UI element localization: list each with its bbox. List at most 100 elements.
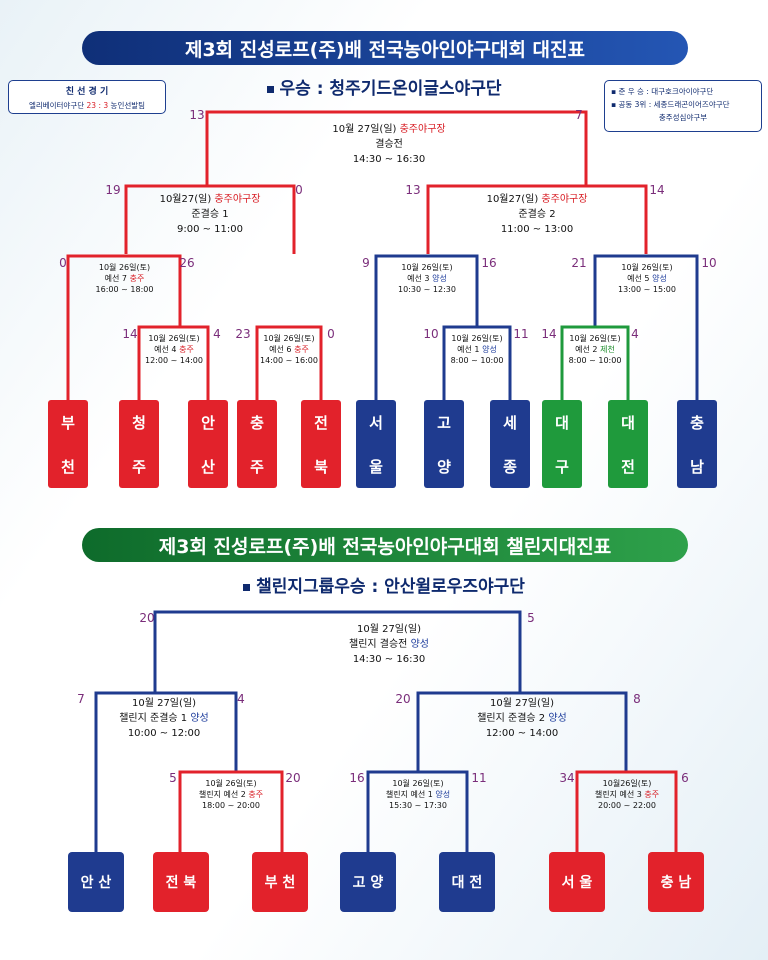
ch-p3-score-left: 34: [559, 771, 575, 785]
ch-p2-time: 18:00 ~ 20:00: [202, 801, 260, 810]
q3-game: 예선 3: [407, 274, 430, 283]
team-char: 울: [369, 457, 383, 476]
semi2-venue: 충주야구장: [541, 194, 588, 205]
ch-team-jeonbuk: 전 북: [153, 852, 209, 912]
q7-date: 10월 26일(토): [98, 263, 151, 272]
award-runner-up-text: 준 우 승 : 대구호크아이야구단: [618, 87, 714, 96]
ch-p1-venue: 양성: [435, 790, 451, 799]
q2-score-right: 4: [631, 327, 639, 341]
ch-semi1-date: 10월 27일(일): [131, 698, 197, 709]
q5-line: [593, 254, 699, 400]
challenge-title-banner: 제3회 진성로프(주)배 전국농아인야구대회 챌린지대진표: [82, 528, 688, 562]
q7-score-right: 26: [179, 256, 195, 270]
semi1-score-right: 0: [295, 183, 303, 197]
ch-final-venue: 양성: [410, 639, 429, 650]
ch-p2-score-right: 20: [285, 771, 301, 785]
semi2-time: 11:00 ~ 13:00: [500, 224, 574, 235]
q3-score-right: 16: [481, 256, 497, 270]
ch-final-time: 14:30 ~ 16:30: [352, 654, 426, 665]
team-char: 주: [132, 457, 146, 476]
q7-venue: 충주: [129, 274, 145, 283]
ch-semi1-line: [94, 691, 238, 852]
challenge-title: 제3회 진성로프(주)배 전국농아인야구대회 챌린지대진표: [158, 535, 612, 558]
q1-time: 8:00 ~ 10:00: [450, 356, 504, 365]
q4-date: 10월 26일(토): [148, 334, 200, 343]
team-char: 북: [314, 457, 328, 476]
q2-info: 10월 26일(토) 예선 2 제천 8:00 ~ 10:00: [563, 333, 627, 366]
final-date: 10월 27일(일): [332, 124, 397, 135]
final-info: 10월 27일(일) 충주야구장 결승전 14:30 ~ 16:30: [284, 122, 494, 167]
ch-p1-score-right: 11: [471, 771, 487, 785]
q3-info: 10월 26일(토) 예선 3 양성 10:30 ~ 12:30: [378, 262, 476, 295]
ch-p2-line: [178, 770, 284, 852]
main-champion-label: 우승 : 청주기드온이글스야구단: [279, 79, 502, 99]
team-char: 충: [690, 413, 704, 432]
q4-info: 10월 26일(토) 예선 4 충주 12:00 ~ 14:00: [140, 333, 208, 366]
ch-p3-line: [575, 770, 678, 852]
ch-final-info: 10월 27일(일) 챌린지 결승전 양성 14:30 ~ 16:30: [254, 622, 524, 667]
main-title-banner: 제3회 진성로프(주)배 전국농아인야구대회 대진표: [82, 31, 688, 65]
ch-final-score-left: 20: [139, 611, 155, 625]
ch-semi2-date: 10월 27일(일): [489, 698, 555, 709]
team-char: 전: [621, 457, 635, 476]
ch-p2-info: 10월 26일(토) 챌린지 예선 2 충주 18:00 ~ 20:00: [182, 778, 280, 811]
semi2-name: 준결승 2: [518, 209, 556, 220]
q5-time: 13:00 ~ 15:00: [618, 285, 676, 294]
team-char: 충: [250, 413, 264, 432]
team-char: 청: [132, 413, 146, 432]
ch-p3-venue: 충주: [644, 790, 660, 799]
ch-semi2-score-left: 20: [395, 692, 411, 706]
ch-p2-score-left: 5: [169, 771, 177, 785]
ch-semi2-score-right: 8: [633, 692, 641, 706]
q3-score-left: 9: [362, 256, 370, 270]
ch-team-chungnam: 충 남: [648, 852, 704, 912]
final-line: [205, 110, 588, 186]
q6-info: 10월 26일(토) 예선 6 충주 14:00 ~ 16:00: [257, 333, 321, 366]
team-char: 천: [61, 457, 75, 476]
friendly-team2: 농인선발팀: [110, 101, 146, 110]
q7-time: 16:00 ~ 18:00: [95, 285, 154, 294]
q5-game: 예선 5: [627, 274, 650, 283]
q1-date: 10월 26일(토): [451, 334, 503, 343]
q2-date: 10월 26일(토): [569, 334, 621, 343]
semi1-time: 9:00 ~ 11:00: [176, 224, 243, 235]
final-score-right: 7: [575, 108, 583, 122]
ch-team-daejeon: 대 전: [439, 852, 495, 912]
semi2-date: 10월27(일): [486, 194, 539, 205]
q6-game: 예선 6: [269, 345, 292, 354]
q7-line: [66, 254, 182, 400]
semi2-info: 10월27(일) 충주야구장 준결승 2 11:00 ~ 13:00: [432, 192, 642, 237]
final-name: 결승전: [375, 139, 403, 150]
team-char: 고: [437, 413, 451, 432]
q1-venue: 양성: [482, 345, 497, 354]
ch-semi1-score-left: 7: [77, 692, 85, 706]
q2-venue: 제천: [600, 345, 615, 354]
ch-p3-info: 10월26일(토) 챌린지 예선 3 충주 20:00 ~ 22:00: [579, 778, 675, 811]
q3-time: 10:30 ~ 12:30: [398, 285, 456, 294]
team-char: 남: [690, 457, 704, 476]
semi1-line: [124, 184, 296, 254]
q6-line: [255, 325, 323, 400]
semi2-line: [426, 184, 648, 254]
award-third-2: 충주성심야구부: [658, 113, 708, 122]
friendly-score: 23 : 3: [86, 101, 109, 110]
q2-game: 예선 2: [575, 345, 598, 354]
q6-score-right: 0: [327, 327, 335, 341]
ch-final-date: 10월 27일(일): [356, 624, 422, 635]
ch-p3-time: 20:00 ~ 22:00: [598, 801, 656, 810]
final-time: 14:30 ~ 16:30: [352, 154, 426, 165]
friendly-match-box: 친 선 경 기 엘리베이터야구단 23 : 3 농인선발팀: [8, 80, 166, 114]
team-char: 부: [61, 413, 75, 432]
q7-game: 예선 7: [104, 274, 128, 283]
q4-venue: 충주: [179, 345, 194, 354]
team-char: 세: [503, 413, 517, 432]
team-char: 서: [369, 413, 383, 432]
ch-team-ansan: 안 산: [68, 852, 124, 912]
ch-semi1-time: 10:00 ~ 12:00: [127, 728, 201, 739]
semi1-info: 10월27(일) 충주야구장 준결승 1 9:00 ~ 11:00: [110, 192, 310, 237]
